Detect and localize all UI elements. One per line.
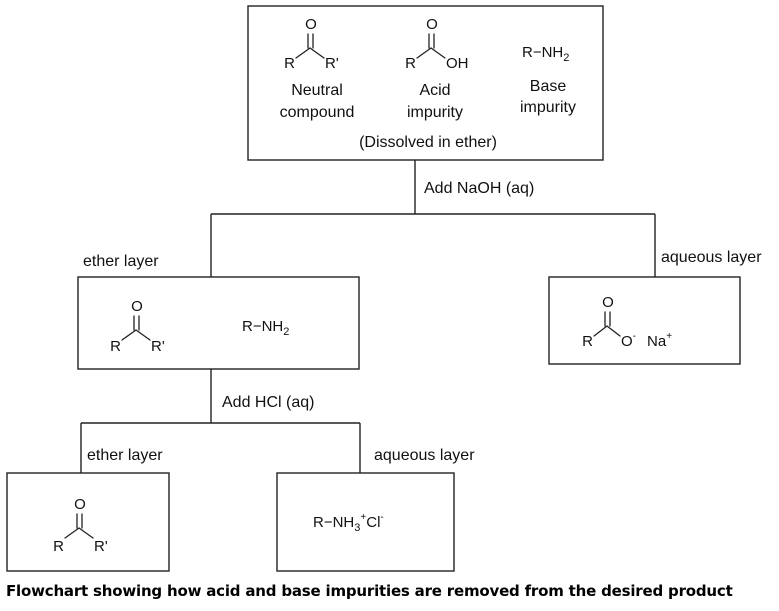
formula-part: O (621, 333, 633, 350)
ether-layer-1-amine: R−NH2 (242, 318, 289, 338)
atom-r: R (110, 338, 121, 355)
acid-label-line2: impurity (407, 104, 463, 121)
carboxylate-anion: O- (621, 331, 636, 350)
acid-label-line1: Acid (419, 82, 450, 99)
atom-oh: OH (446, 55, 469, 72)
flowchart: O R R' Neutral compound O R OH Acid impu… (6, 5, 762, 572)
formula-part: R−NH (313, 514, 354, 531)
neutral-label-line1: Neutral (291, 82, 343, 99)
box-aqueous-layer-2 (276, 472, 455, 572)
atom-r-prime: R' (94, 538, 108, 555)
atom-o: O (602, 294, 614, 311)
atom-r-prime: R' (151, 338, 165, 355)
atom-o: O (74, 496, 86, 513)
ether-layer-1-ketone: O R R' (110, 298, 165, 355)
acid-impurity-structure: O R OH (405, 16, 468, 72)
bond-line (593, 325, 608, 337)
amine-formula: R−NH2 (522, 44, 569, 64)
atom-r: R (284, 55, 295, 72)
bond-line (295, 47, 311, 59)
bond-line (430, 47, 446, 59)
atom-o: O (305, 16, 317, 33)
sodium-cation: Na+ (647, 331, 672, 350)
amine-formula: R−NH2 (242, 318, 289, 338)
box-aqueous-layer-1 (548, 276, 741, 365)
atom-r: R (405, 55, 416, 72)
bond-line (309, 47, 325, 59)
base-label-line2: impurity (520, 99, 576, 116)
atom-o: O (131, 298, 143, 315)
atom-o: O (426, 16, 438, 33)
formula-part: R−NH (522, 44, 563, 61)
bond-line (416, 47, 432, 59)
label-ether-layer-2: ether layer (87, 447, 163, 464)
label-aqueous-layer-1: aqueous layer (661, 249, 762, 266)
box-ether-layer-2 (6, 472, 170, 572)
bond-line (135, 329, 151, 341)
step-add-naoh: Add NaOH (aq) (424, 180, 534, 197)
aqueous-layer-2-ammonium-salt: R−NH3+Cl- (313, 512, 384, 534)
bond-line (121, 329, 137, 341)
formula-part: 2 (563, 52, 569, 64)
formula-part: 3 (354, 522, 360, 534)
label-aqueous-layer-2: aqueous layer (374, 447, 475, 464)
formula-part: Na (647, 333, 667, 350)
formula-part: R−NH (242, 318, 283, 335)
formula-part: - (380, 512, 383, 523)
bond-line (78, 527, 94, 539)
atom-r-prime: R' (325, 55, 339, 72)
formula-part: Cl (366, 514, 380, 531)
connector-lines (80, 160, 656, 473)
aqueous-layer-1-carboxylate: O R O- Na+ (582, 294, 672, 350)
ether-layer-2-ketone: O R R' (53, 496, 108, 555)
neutral-label-line2: compound (280, 104, 355, 121)
base-impurity-structure: R−NH2 (522, 44, 569, 64)
bond-line (64, 527, 80, 539)
box-initial-mixture (247, 5, 604, 161)
atom-r: R (582, 333, 593, 350)
formula-part: - (633, 331, 636, 342)
atom-r: R (53, 538, 64, 555)
formula-part: 2 (283, 326, 289, 338)
step-add-hcl: Add HCl (aq) (222, 394, 314, 411)
neutral-compound-structure: O R R' (284, 16, 339, 72)
figure-caption: Flowchart showing how acid and base impu… (6, 582, 733, 600)
formula-part: + (666, 331, 672, 342)
base-label-line1: Base (530, 78, 567, 95)
formula-part: + (360, 512, 366, 523)
ammonium-chloride-formula: R−NH3+Cl- (313, 512, 384, 534)
bond-line (606, 325, 621, 337)
dissolved-note: (Dissolved in ether) (359, 134, 497, 151)
label-ether-layer-1: ether layer (83, 253, 159, 270)
box-ether-layer-1 (77, 276, 360, 370)
